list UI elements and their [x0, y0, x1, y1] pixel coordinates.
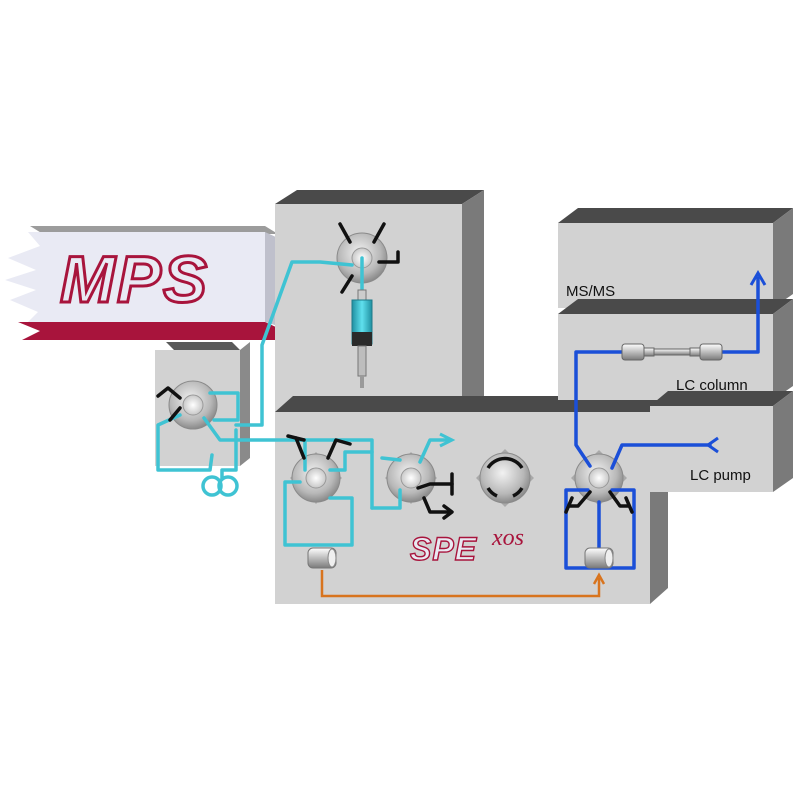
spe-logo-superscript: xos [491, 525, 524, 551]
autosampler-box [275, 190, 484, 412]
syringe [351, 289, 373, 388]
mps-valve-box-side [240, 342, 250, 466]
mps-banner-face [5, 232, 265, 322]
spe-valve-1 [290, 452, 342, 504]
pump-label: LC pump [690, 467, 751, 484]
mps-logo-text: MPS [60, 242, 209, 316]
autosampler-box-side [462, 190, 484, 412]
column-label: LC column [676, 377, 748, 394]
column-box-face [558, 314, 773, 400]
ms-box-face [558, 223, 773, 308]
spe-valve-3 [476, 449, 534, 507]
black-port-markers [156, 222, 634, 520]
ms-box-side [773, 208, 793, 308]
pump-box-top [650, 391, 793, 406]
cyan-arrow-out [439, 432, 456, 448]
pump-box-side [773, 391, 793, 492]
autosampler-box-top [275, 190, 484, 204]
spe-box-face [275, 412, 650, 604]
ms-box-top [558, 208, 793, 223]
spe-logo-text: SPE [410, 531, 478, 567]
orange-arrow-up [592, 572, 606, 585]
ms-box: MS/MS [558, 208, 793, 308]
syringe-plunger [357, 345, 367, 377]
spe-cartridge-right [584, 547, 614, 569]
orange-transfer-path [320, 570, 601, 598]
mps-valve-box-top [166, 342, 240, 350]
mps-banner: MPS [5, 226, 278, 340]
pump-box: LC pump [650, 391, 793, 492]
column-box-side [773, 299, 793, 400]
ms-label: MS/MS [566, 283, 615, 300]
blue-arrow-up [749, 270, 767, 286]
cyan-flow-paths [156, 256, 450, 547]
spe-cartridge-left [307, 547, 337, 569]
mps-banner-red-stripe [18, 322, 278, 340]
blue-pump-fork [705, 436, 719, 454]
column-box-top [558, 299, 793, 314]
mps-valve [168, 380, 218, 430]
mps-banner-side [265, 232, 278, 326]
column-box: LC column [558, 299, 793, 400]
lc-column-fitting [621, 343, 723, 361]
